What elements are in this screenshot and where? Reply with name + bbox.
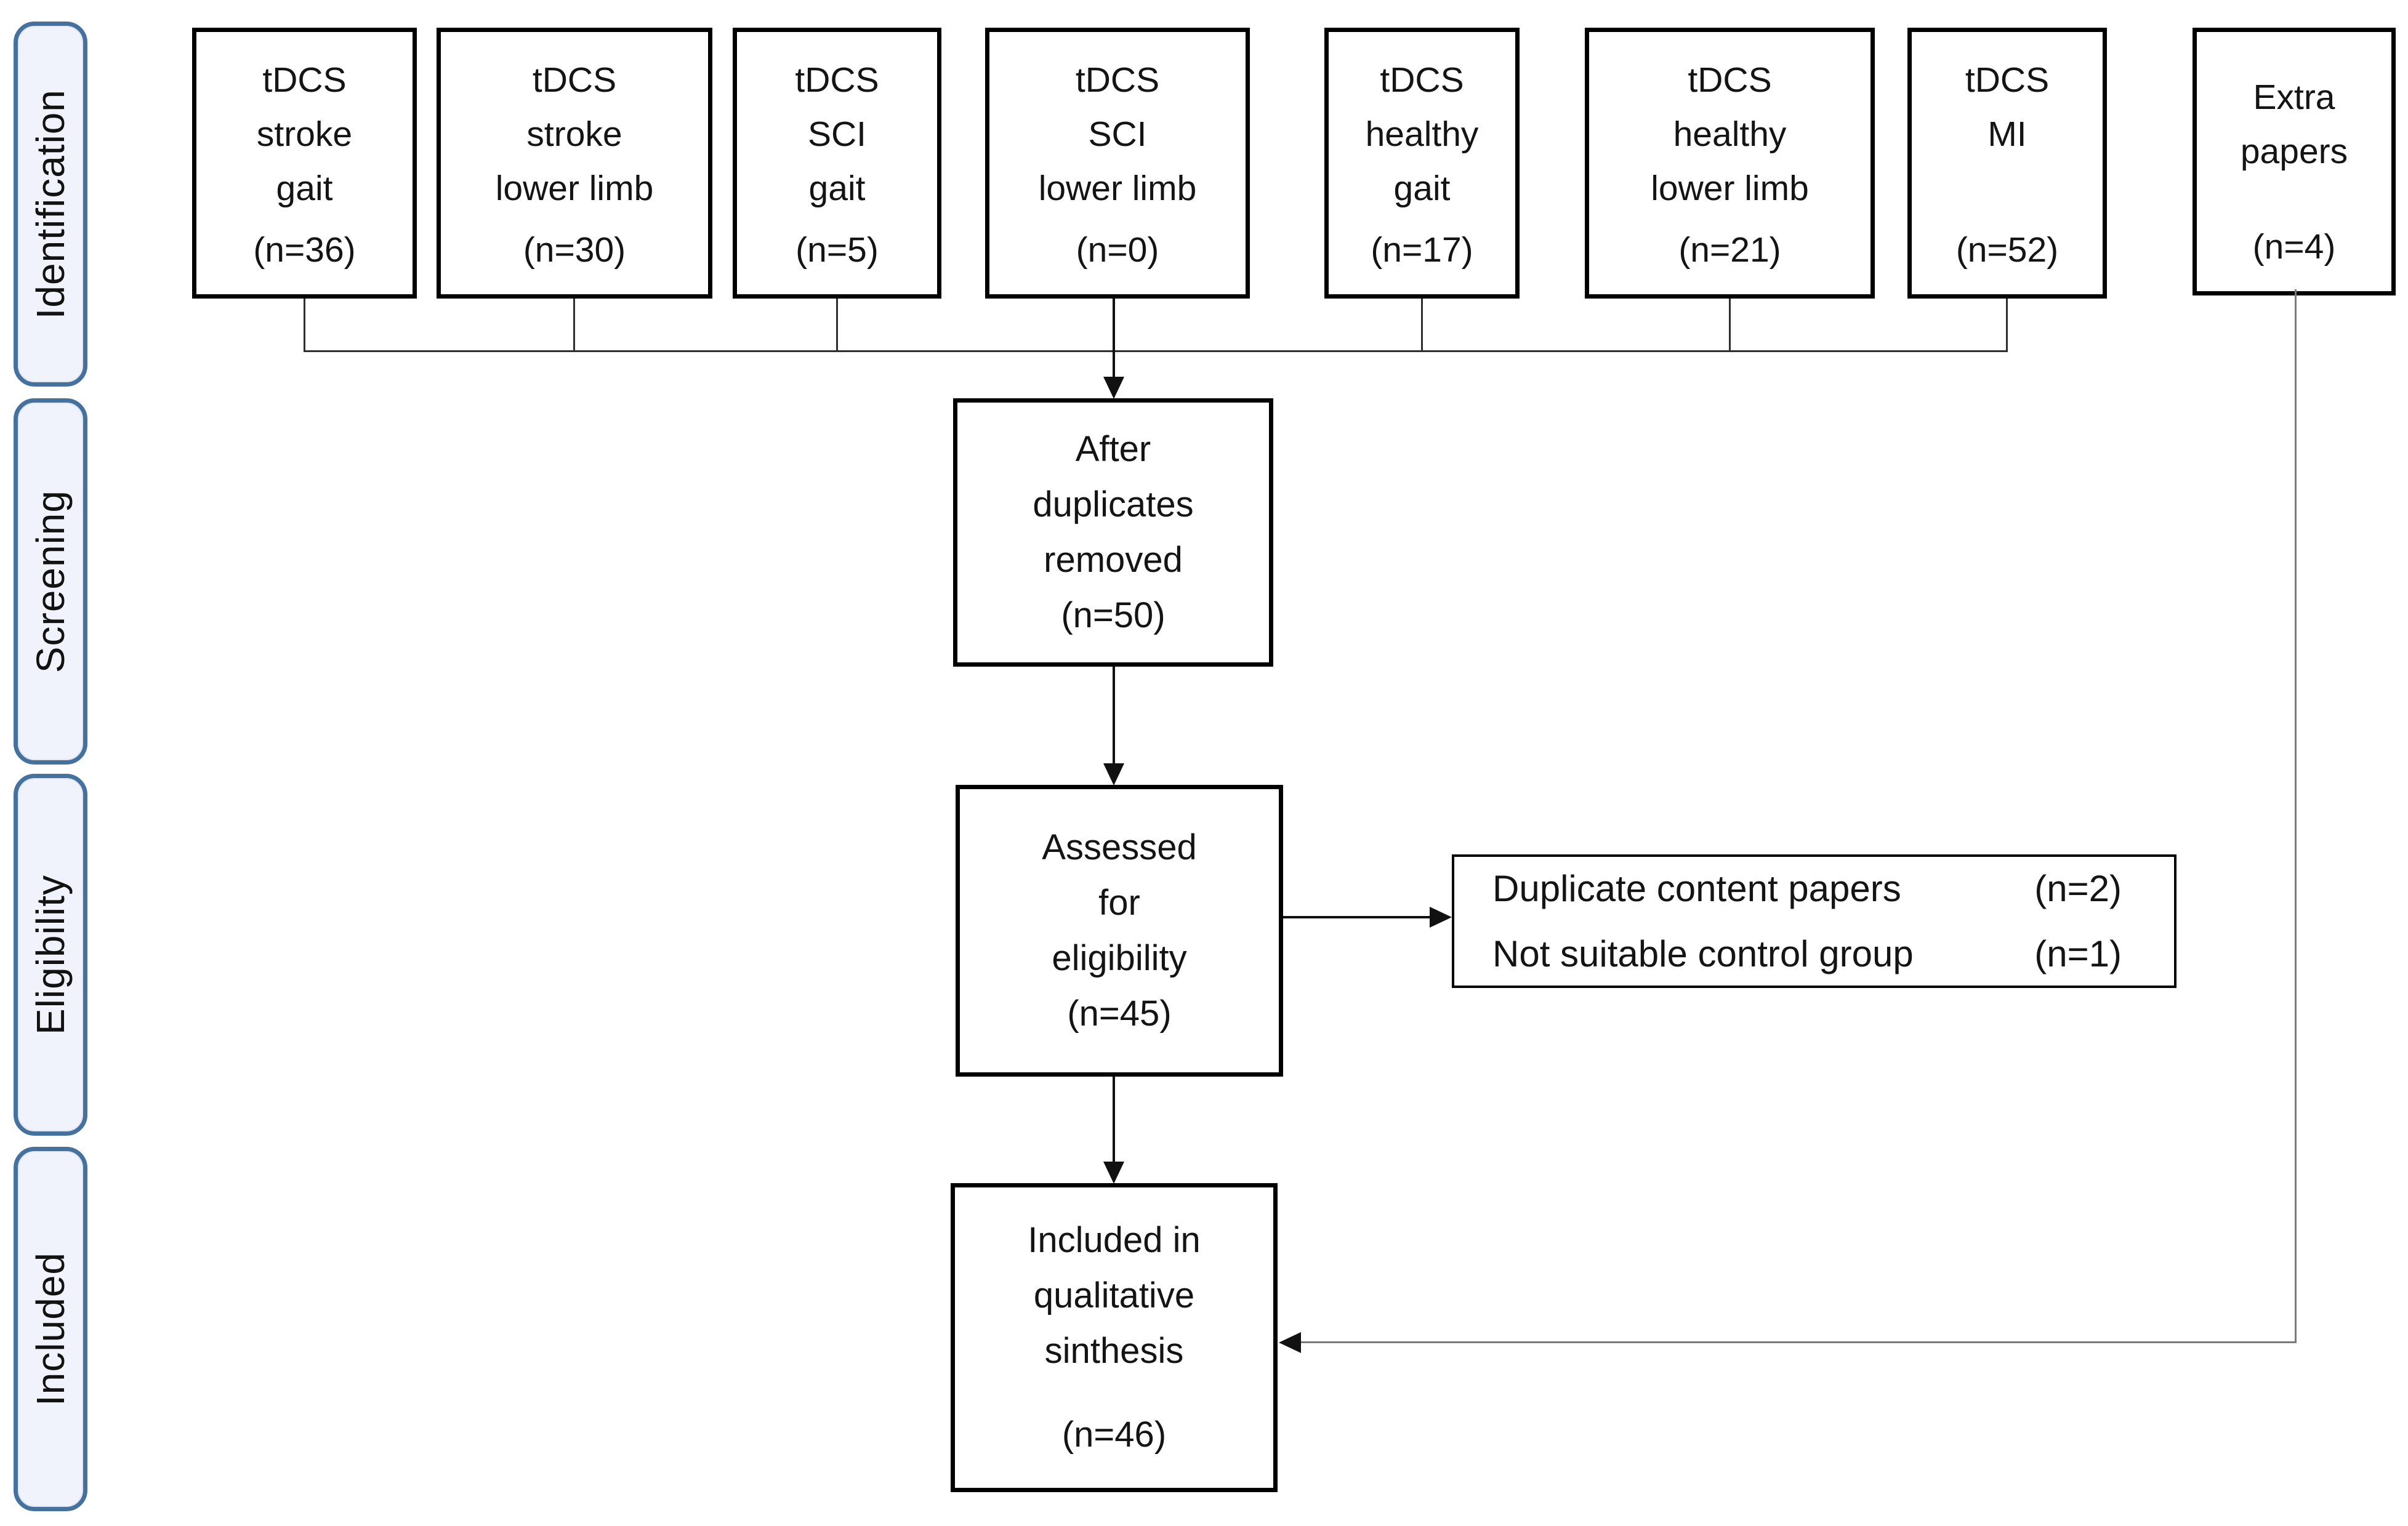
- source-line: gait: [808, 169, 866, 208]
- exclusion-row: Not suitable control group (n=1): [1492, 926, 2122, 982]
- stage-label-screening: Screening: [28, 489, 73, 673]
- flow-count: (n=46): [1061, 1415, 1167, 1455]
- stage-label-identification: Identification: [28, 89, 73, 319]
- connector-stub-healthy-gait: [1421, 299, 1423, 351]
- source-box-sci-lower-limb: tDCS SCI lower limb (n=0): [985, 28, 1250, 299]
- exclusion-reason-label: Duplicate content papers: [1492, 867, 1901, 909]
- source-box-labels: tDCS SCI gait: [741, 53, 933, 215]
- source-line: gait: [1393, 169, 1451, 208]
- source-box-healthy-lower-limb: tDCS healthy lower limb (n=21): [1585, 28, 1875, 299]
- arrowhead-into-included: [1103, 1162, 1124, 1184]
- flow-line: eligibility: [1052, 938, 1187, 978]
- source-count: (n=17): [1371, 230, 1473, 270]
- source-line: tDCS: [1688, 60, 1772, 100]
- stage-label-eligibility: Eligibility: [28, 875, 73, 1035]
- arrow-stem-to-exclusions: [1283, 916, 1432, 918]
- source-line: tDCS: [1380, 60, 1464, 100]
- connector-stub-stroke-lower-limb: [573, 299, 575, 351]
- source-line: tDCS: [532, 60, 617, 100]
- source-line: tDCS: [1075, 60, 1160, 100]
- box-assessed-for-eligibility: Assessed for eligibility (n=45): [956, 785, 1283, 1077]
- source-count: (n=4): [2252, 227, 2336, 267]
- source-line: SCI: [807, 114, 867, 154]
- connector-extra-papers-horizontal: [1300, 1341, 2297, 1343]
- source-line: healthy: [1365, 114, 1479, 154]
- connector-extra-papers-vertical: [2295, 289, 2297, 1343]
- stage-tab-identification: Identification: [14, 22, 87, 387]
- source-line: stroke: [256, 114, 353, 154]
- arrow-stem-to-after-duplicates: [1113, 299, 1115, 377]
- source-line: papers: [2240, 132, 2348, 171]
- flow-line: Assessed: [1042, 827, 1197, 867]
- source-box-labels: tDCS stroke lower limb: [445, 53, 704, 215]
- source-count: (n=30): [523, 230, 626, 270]
- stage-label-included: Included: [28, 1252, 73, 1406]
- source-count: (n=5): [795, 230, 879, 270]
- source-line: MI: [1987, 114, 2027, 154]
- source-line: lower limb: [495, 169, 654, 208]
- connector-funnel-horizontal: [304, 350, 2008, 352]
- stage-tab-eligibility: Eligibility: [14, 774, 87, 1136]
- source-line: lower limb: [1651, 169, 1809, 208]
- connector-stub-mi: [2006, 299, 2008, 351]
- source-box-labels: tDCS SCI lower limb: [993, 53, 1242, 215]
- flow-line: duplicates: [1033, 484, 1194, 524]
- source-count: (n=36): [253, 230, 356, 270]
- arrowhead-into-assessed: [1103, 763, 1124, 785]
- source-box-sci-gait: tDCS SCI gait (n=5): [733, 28, 941, 299]
- flow-line: for: [1098, 883, 1140, 923]
- source-line: Extra: [2253, 78, 2335, 117]
- arrow-stem-to-assessed: [1113, 667, 1115, 764]
- source-box-stroke-lower-limb: tDCS stroke lower limb (n=30): [437, 28, 712, 299]
- source-line: tDCS: [795, 60, 879, 100]
- arrowhead-into-exclusions: [1430, 907, 1452, 928]
- stage-tab-screening: Screening: [14, 398, 87, 765]
- source-count: (n=0): [1076, 230, 1159, 270]
- source-box-labels: tDCS healthy lower limb: [1593, 53, 1867, 215]
- box-exclusion-reasons: Duplicate content papers (n=2) Not suita…: [1452, 854, 2176, 988]
- connector-stub-stroke-gait: [304, 299, 305, 351]
- stage-tab-included: Included: [14, 1147, 87, 1511]
- connector-stub-sci-gait: [836, 299, 838, 351]
- flow-line: qualitative: [1033, 1275, 1195, 1315]
- connector-stub-healthy-lower-limb: [1729, 299, 1731, 351]
- source-box-labels: tDCS MI: [1915, 53, 2099, 161]
- flow-count: (n=50): [1061, 595, 1166, 635]
- source-line: stroke: [526, 114, 622, 154]
- source-box-mi: tDCS MI (n=52): [1907, 28, 2107, 299]
- source-line: tDCS: [1965, 60, 2050, 100]
- source-count: (n=21): [1678, 230, 1781, 270]
- box-after-duplicates-removed: After duplicates removed (n=50): [953, 398, 1273, 667]
- source-box-labels: tDCS stroke gait: [200, 53, 409, 215]
- flow-line: After: [1075, 429, 1151, 469]
- exclusion-reason-count: (n=1): [2034, 933, 2122, 974]
- source-box-labels: tDCS healthy gait: [1332, 53, 1512, 215]
- exclusion-reason-count: (n=2): [2034, 867, 2122, 909]
- source-box-labels: Extra papers: [2201, 53, 2388, 179]
- exclusion-reason-label: Not suitable control group: [1492, 933, 1914, 974]
- flow-line: Included in: [1028, 1220, 1201, 1260]
- exclusion-row: Duplicate content papers (n=2): [1492, 861, 2122, 917]
- source-line: healthy: [1673, 114, 1787, 154]
- flow-line: removed: [1044, 540, 1183, 580]
- source-line: gait: [276, 169, 333, 208]
- source-line: tDCS: [262, 60, 347, 100]
- flow-count: (n=45): [1067, 994, 1172, 1034]
- arrowhead-extra-papers-into-included: [1279, 1332, 1301, 1353]
- source-line: SCI: [1088, 114, 1147, 154]
- arrowhead-into-after-duplicates: [1103, 377, 1124, 399]
- source-count: (n=52): [1955, 230, 2059, 270]
- arrow-stem-to-included: [1113, 1077, 1115, 1162]
- source-line: lower limb: [1038, 169, 1197, 208]
- source-box-extra-papers: Extra papers (n=4): [2193, 28, 2396, 295]
- box-included-qualitative-synthesis: Included in qualitative sinthesis (n=46): [951, 1183, 1278, 1492]
- flow-line: sinthesis: [1044, 1331, 1184, 1371]
- source-box-stroke-gait: tDCS stroke gait (n=36): [192, 28, 417, 299]
- source-box-healthy-gait: tDCS healthy gait (n=17): [1324, 28, 1520, 299]
